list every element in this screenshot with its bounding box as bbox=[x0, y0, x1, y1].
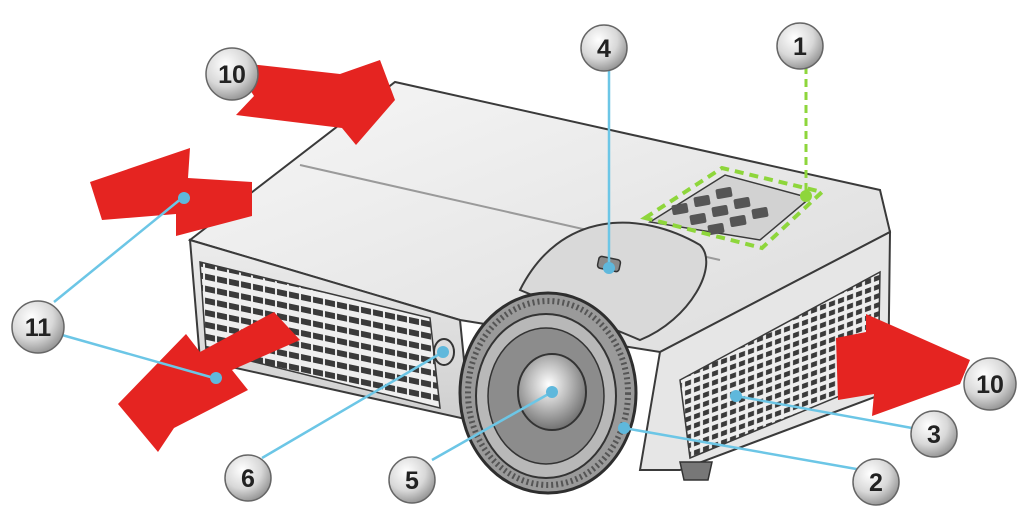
projector-body bbox=[190, 82, 890, 493]
callout-3: 3 bbox=[911, 411, 957, 457]
svg-text:11: 11 bbox=[25, 314, 52, 342]
callout-5: 5 bbox=[389, 457, 435, 503]
callout-10-top: 10 bbox=[206, 48, 258, 100]
svg-text:10: 10 bbox=[218, 61, 246, 89]
svg-text:4: 4 bbox=[597, 35, 611, 63]
callout-11: 11 bbox=[12, 301, 64, 353]
callout-1: 1 bbox=[777, 23, 823, 69]
svg-text:10: 10 bbox=[976, 371, 1004, 399]
callout-4: 4 bbox=[581, 25, 627, 71]
callout-2: 2 bbox=[853, 459, 899, 505]
svg-text:3: 3 bbox=[927, 421, 941, 449]
svg-text:2: 2 bbox=[869, 469, 883, 497]
svg-text:5: 5 bbox=[405, 467, 419, 495]
callout-6: 6 bbox=[225, 455, 271, 501]
callout-10-side: 10 bbox=[964, 358, 1016, 410]
svg-text:6: 6 bbox=[241, 465, 255, 493]
svg-text:1: 1 bbox=[793, 33, 807, 61]
